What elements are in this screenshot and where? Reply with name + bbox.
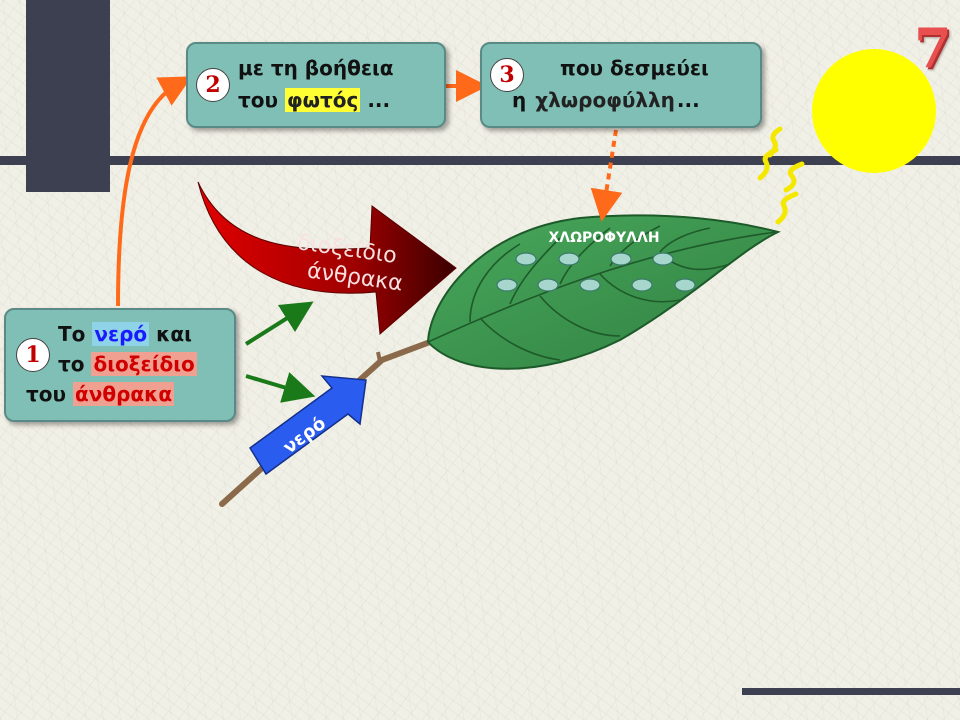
dark-horizontal-bar xyxy=(0,156,960,165)
connector-3-to-leaf xyxy=(590,129,623,222)
water-arrow xyxy=(248,375,367,476)
leaf xyxy=(426,214,781,370)
box1-line3: του άνθρακα xyxy=(26,382,175,406)
box-step-2: 2 με τη βοήθεια του φωτός ... xyxy=(186,42,446,128)
connector-1-to-2 xyxy=(116,76,193,307)
box3-line1: που δεσμεύει xyxy=(560,56,709,80)
box2-line1: με τη βοήθεια xyxy=(238,56,394,80)
box-step-3: 3 που δεσμεύει η χλωροφύλλη... xyxy=(480,42,762,128)
step-3-badge: 3 xyxy=(490,58,524,92)
co2-arrow xyxy=(197,181,457,336)
step-2-badge: 2 xyxy=(196,68,230,102)
box1-line2: το διοξείδιο xyxy=(58,352,197,376)
sun xyxy=(812,49,936,173)
box2-line2: του φωτός ... xyxy=(238,88,391,112)
box3-line2: η χλωροφύλλη... xyxy=(512,88,700,112)
box1-line1: Το νερό και xyxy=(58,322,192,346)
page-number: 7 xyxy=(914,16,952,80)
bottom-bar xyxy=(742,688,960,695)
green-arrow-upper xyxy=(244,301,314,346)
chloroplasts xyxy=(496,252,696,292)
chlorophyll-label: ΧΛΩΡΟΦΥΛΛΗ xyxy=(548,230,659,246)
box-step-1: 1 Το νερό και το διοξείδιο του άνθρακα xyxy=(4,308,236,422)
step-1-badge: 1 xyxy=(16,338,50,372)
green-arrow-lower xyxy=(245,372,316,403)
sun-rays xyxy=(757,126,805,225)
